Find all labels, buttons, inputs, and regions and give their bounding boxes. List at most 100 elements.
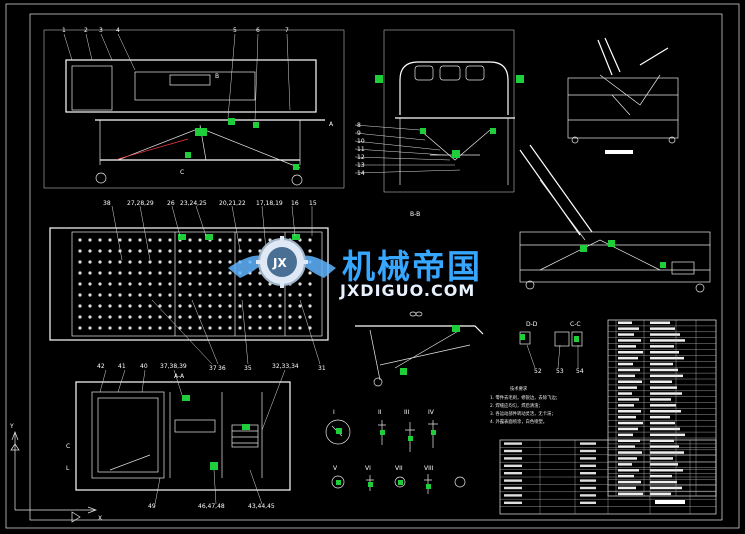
perforation-dot: [138, 304, 142, 308]
side-pn-11: 11: [357, 146, 365, 153]
bom-cell: [650, 339, 685, 342]
perforation-dot: [78, 238, 82, 242]
section-pn-41: 41: [118, 363, 126, 370]
perforation-dot: [138, 326, 142, 330]
bom-cell: [618, 415, 636, 419]
outer-frame: [5, 3, 740, 529]
bom-cell: [650, 321, 670, 324]
perforation-dot: [138, 282, 142, 286]
perforation-dot: [78, 249, 82, 253]
front-view[interactable]: [43, 29, 345, 189]
perforation-dot: [98, 271, 102, 275]
perforation-dot: [228, 260, 232, 264]
perforation-dot: [218, 315, 222, 319]
title-cell: [504, 494, 522, 497]
small-detail-views[interactable]: [325, 419, 466, 494]
perforation-dot: [298, 304, 302, 308]
perforation-dot: [108, 293, 112, 297]
section-pn-37-39: 37,38,39: [160, 363, 187, 370]
svg-text:L: L: [66, 465, 70, 472]
bom-cell: [618, 445, 635, 448]
perforation-dot: [208, 293, 212, 297]
parts-list-table[interactable]: [607, 319, 717, 497]
perforation-dot: [88, 326, 92, 330]
perforation-dot: [308, 249, 312, 253]
plan-pn-31: 31: [318, 365, 326, 372]
perforation-dot: [98, 326, 102, 330]
perforation-dot: [138, 260, 142, 264]
section-pn-32-34: 32,33,34: [272, 363, 299, 370]
plan-section-label: B-B: [410, 211, 420, 218]
perforation-dot: [188, 326, 192, 330]
perforation-dot: [198, 249, 202, 253]
perforation-dot: [148, 282, 152, 286]
perforation-dot: [178, 315, 182, 319]
bom-cell: [650, 398, 671, 401]
perforation-dot: [268, 293, 272, 297]
perforation-dot: [148, 271, 152, 275]
title-cell: [580, 486, 596, 490]
perforation-dot: [108, 249, 112, 253]
section-a-a-view[interactable]: C L: [66, 369, 291, 505]
perforation-dot: [148, 249, 152, 253]
watermark-en-text: JXDIGUO.COM: [339, 281, 475, 300]
side-view[interactable]: [354, 29, 524, 193]
plan-pn-20-22: 20,21,22: [219, 200, 246, 207]
perforation-dot: [98, 238, 102, 242]
side-pn-9: 9: [357, 130, 361, 137]
section-pn-43-45: 43,44,45: [248, 503, 275, 510]
plan-pn-37: 37: [209, 365, 217, 372]
svg-text:Y: Y: [9, 423, 14, 430]
perforation-dot: [308, 238, 312, 242]
plan-pn-17-19: 17,18,19: [256, 200, 283, 207]
bom-cell: [650, 345, 674, 348]
perforation-dot: [218, 238, 222, 242]
perforation-dot: [278, 304, 282, 308]
perforation-dot: [178, 271, 182, 275]
perforation-dot: [228, 249, 232, 253]
detail-pn-54: 54: [576, 368, 584, 375]
title-cell: [504, 472, 522, 475]
plan-view[interactable]: [49, 205, 329, 365]
perforation-dot: [78, 315, 82, 319]
front-pn-7: 7: [285, 27, 289, 34]
perforation-dot: [288, 315, 292, 319]
perforation-dot: [168, 326, 172, 330]
perforation-dot: [128, 304, 132, 308]
perforation-dot: [168, 293, 172, 297]
title-block[interactable]: [499, 439, 717, 515]
arm-linkage-view[interactable]: [355, 311, 484, 387]
perforation-dot: [208, 304, 212, 308]
perforation-dot: [118, 304, 122, 308]
perforation-dot: [188, 238, 192, 242]
perforation-dot: [158, 249, 162, 253]
perforation-dot: [128, 238, 132, 242]
perforation-dot: [78, 304, 82, 308]
right-side-view[interactable]: [519, 144, 711, 293]
bom-cell: [618, 362, 633, 366]
perforation-dot: [188, 271, 192, 275]
plan-pn-36: 36: [218, 365, 226, 372]
perforation-dot: [88, 249, 92, 253]
bom-cell: [618, 398, 639, 401]
perforation-dot: [258, 282, 262, 286]
perforation-dot: [288, 304, 292, 308]
perforation-dot: [158, 304, 162, 308]
front-pn-2: 2: [84, 27, 88, 34]
bom-cell: [618, 327, 639, 330]
perforation-dot: [278, 326, 282, 330]
perforation-dot: [88, 238, 92, 242]
perforation-dot: [128, 249, 132, 253]
perforation-dot: [138, 249, 142, 253]
bom-cell: [650, 492, 671, 496]
front-label-c: C: [180, 169, 184, 176]
perforation-dot: [108, 304, 112, 308]
side-pn-8: 8: [357, 122, 361, 129]
perforation-dot: [268, 326, 272, 330]
section-details[interactable]: [519, 331, 583, 369]
perforation-dot: [218, 271, 222, 275]
perforation-dot: [168, 260, 172, 264]
perforation-dot: [228, 315, 232, 319]
auxiliary-view-top-right[interactable]: [567, 37, 679, 154]
